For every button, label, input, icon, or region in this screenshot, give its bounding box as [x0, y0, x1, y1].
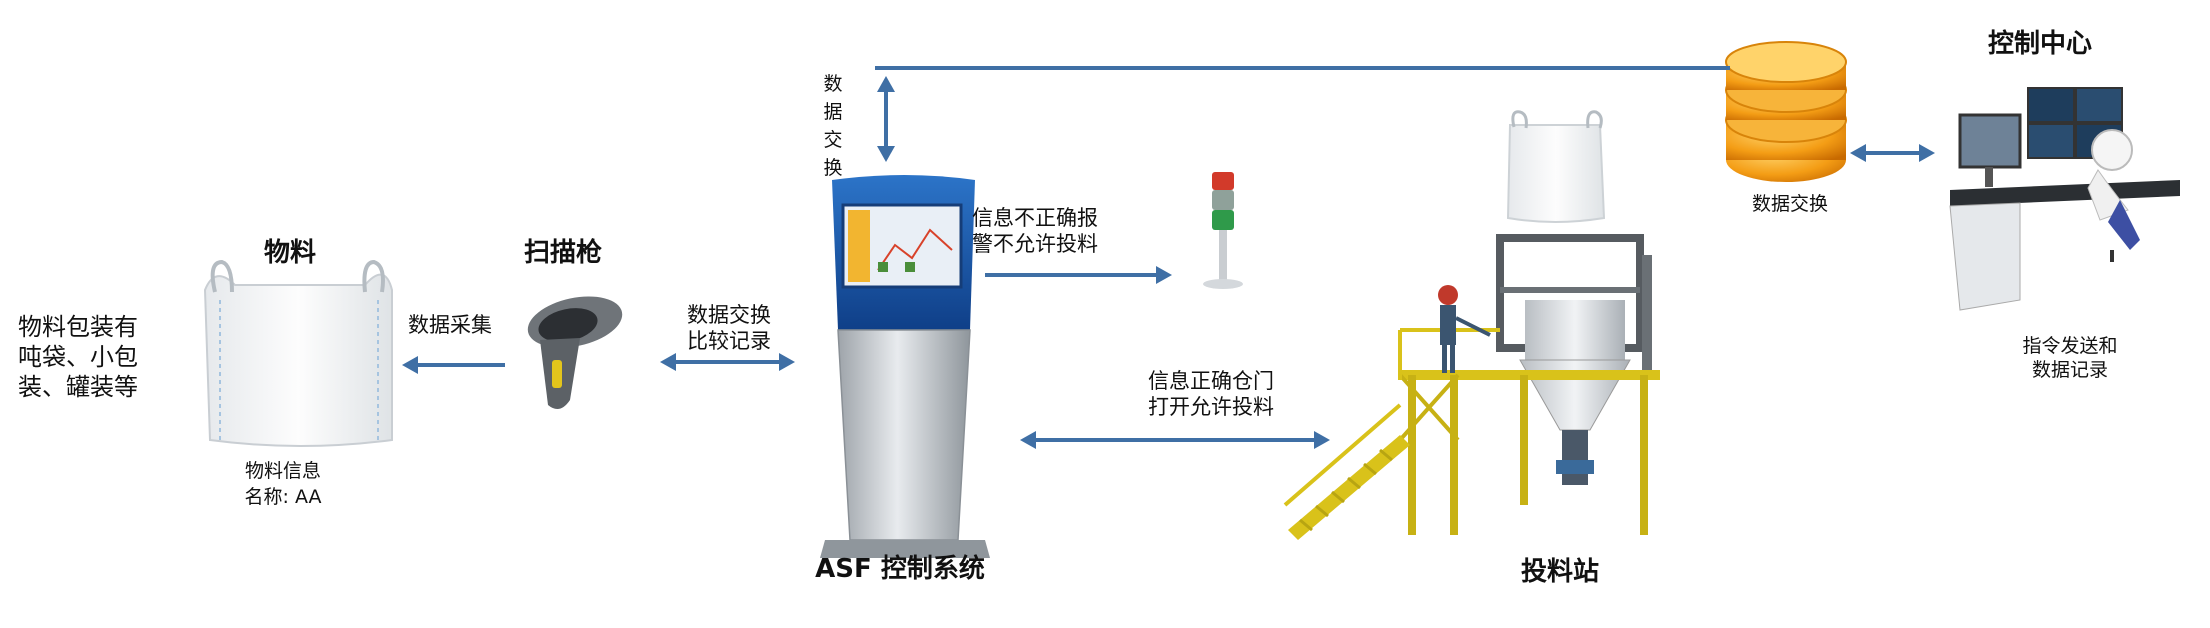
scanner-title: 扫描枪	[524, 237, 602, 270]
vertical-char: 据	[822, 98, 844, 126]
data-compare-label: 数据交换 比较记录	[687, 302, 771, 355]
asf-system-title: ASF 控制系统	[815, 553, 985, 586]
control-center-image	[1950, 88, 2180, 310]
barcode-scanner-image	[523, 289, 627, 409]
database-image	[1726, 42, 1846, 182]
vertical-char: 换	[822, 154, 844, 182]
feeding-station-image	[1285, 112, 1660, 540]
material-info-line2: 名称: AA	[245, 486, 322, 510]
alarm-light-image	[1203, 172, 1243, 289]
vertical-data-exchange-label: 数 据 交 换	[822, 70, 844, 182]
feeding-station-title: 投料站	[1521, 556, 1599, 589]
database-label: 数据交换	[1752, 193, 1828, 217]
vertical-char: 数	[822, 70, 844, 98]
control-center-title: 控制中心	[1988, 28, 2092, 61]
control-center-caption: 指令发送和 数据记录	[2022, 335, 2117, 383]
material-info-line1: 物料信息	[245, 460, 321, 484]
allow-feeding-label: 信息正确仓门 打开允许投料	[1148, 368, 1274, 421]
material-bag-image	[205, 262, 392, 446]
asf-kiosk-image	[820, 175, 990, 558]
data-collect-label: 数据采集	[408, 312, 492, 338]
vertical-char: 交	[822, 126, 844, 154]
material-packaging-note: 物料包装有 吨袋、小包 装、罐装等	[18, 312, 138, 402]
alarm-label: 信息不正确报 警不允许投料	[972, 205, 1098, 258]
material-title: 物料	[264, 237, 316, 270]
